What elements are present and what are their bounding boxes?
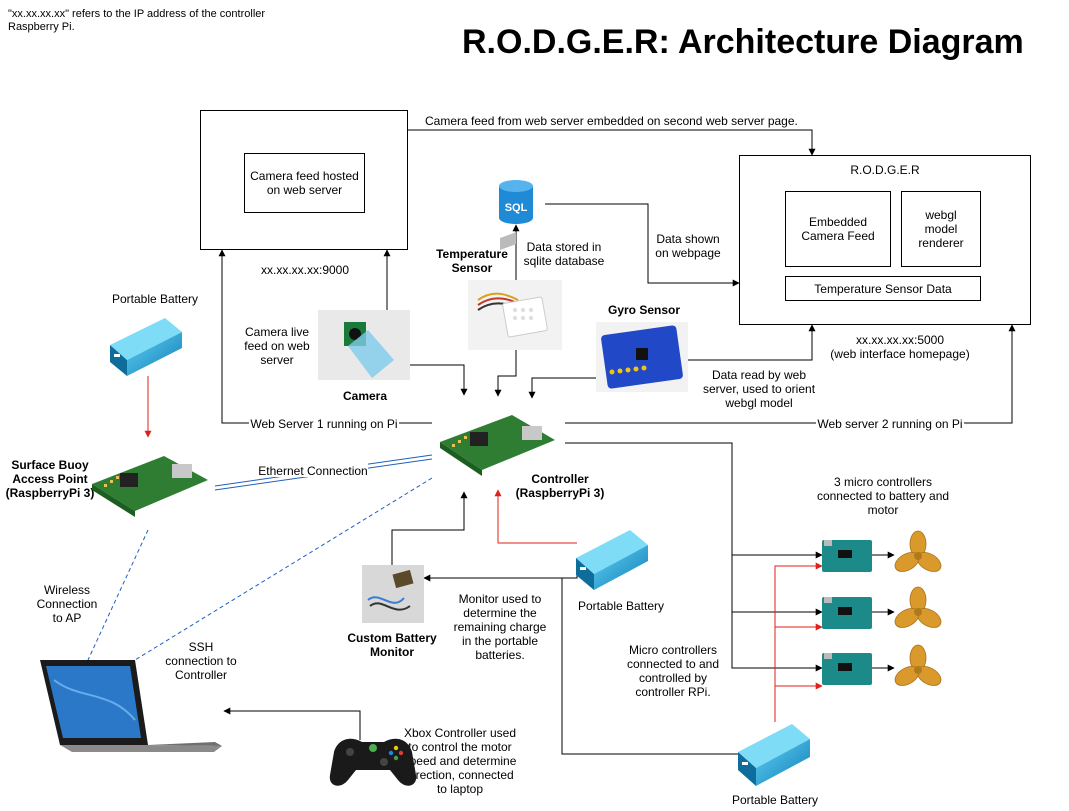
arduino-3 [822,653,872,685]
portable-battery-mid [576,530,648,590]
xbox-controller-icon [329,738,417,786]
xbox-label: Xbox Controller used to control the moto… [403,726,517,796]
bottom-battery-power-line [774,562,823,722]
web-server-1-label: Web Server 1 running on Pi [250,417,398,431]
portable-battery-bottom [738,724,810,786]
camera-label: Camera [342,389,388,403]
controller-label: Controller (RaspberryPi 3) [515,472,605,500]
bottom-battery-monitor-connector [561,578,738,755]
temperature-sensor-label: Temperature Sensor [436,247,508,275]
gyro-to-controller-connector [528,377,596,399]
portable-battery-label-top: Portable Battery [111,292,199,306]
ethernet-label: Ethernet Connection [258,464,368,478]
micro-connected-label: Micro controllers connected to and contr… [626,643,720,699]
temperature-sensor-image [468,280,562,350]
portable-battery-label-mid: Portable Battery [577,599,665,613]
gyro-to-rodger-connector [688,324,816,361]
embedded-camera-label: Embedded Camera Feed [801,215,875,243]
custom-battery-monitor-image [362,565,424,623]
mid-battery-power-line [494,489,577,544]
sql-icon-text: SQL [505,202,528,214]
custom-battery-monitor-label: Custom Battery Monitor [347,631,437,659]
temp-data-label: Temperature Sensor Data [814,281,952,296]
sql-database-icon: SQL [499,180,533,224]
controller-raspberry-pi [440,232,555,476]
controller-to-micro-connector [565,442,823,559]
arduino-2 [822,597,872,629]
temp-to-controller-connector [494,350,517,397]
ip-note: "xx.xx.xx.xx" refers to the IP address o… [8,8,266,33]
sql-to-rodger-connector [545,203,740,287]
web-server-2-label: Web server 2 running on Pi [817,417,963,431]
rodger-address-desc: (web interface homepage) [830,347,970,361]
rodger-title: R.O.D.G.E.R [850,163,920,177]
micro-controllers-label: 3 micro controllers connected to battery… [816,475,950,517]
portable-battery-top [110,318,182,376]
webgl-box: webgl model renderer [901,191,981,267]
wireless-link [87,529,149,661]
gyro-sensor-label: Gyro Sensor [607,303,681,317]
controller-to-micro-2-connector [731,555,823,616]
webgl-label: webgl model renderer [918,208,964,250]
laptop-icon [40,660,222,752]
gyro-edge-label: Data read by web server, used to orient … [702,368,816,410]
controller-to-micro-3-connector [731,612,823,672]
temp-data-box: Temperature Sensor Data [785,276,981,301]
ssh-label: SSH connection to Controller [165,640,237,682]
battery-to-monitor-connector [423,565,578,582]
embedded-camera-box: Embedded Camera Feed [785,191,891,267]
web-server-2-connector [565,324,1016,424]
xbox-to-laptop-connector [223,707,361,740]
ssh-link [134,477,433,661]
camera-feed-edge-label: Camera feed from web server embedded on … [425,114,798,128]
camera-to-controller-connector [410,364,468,396]
rodger-address: xx.xx.xx.xx:5000 [855,333,945,347]
arduino-1 [822,540,872,572]
camera-live-label: Camera live feed on web server [244,325,310,367]
camera-feed-hosted-box: Camera feed hosted on web server [244,153,365,213]
webserver-address: xx.xx.xx.xx:9000 [260,263,350,277]
data-shown-label: Data shown on webpage [655,232,721,260]
propeller-1 [894,530,942,572]
wireless-label: Wireless Connection to AP [36,583,98,625]
camera-feed-connector [408,129,816,156]
surface-buoy-raspberry-pi [92,456,208,517]
portable-battery-label-bottom: Portable Battery [731,793,819,807]
monitor-used-label: Monitor used to determine the remaining … [453,592,547,662]
diagram-title: R.O.D.G.E.R: Architecture Diagram [462,23,1024,61]
gyro-sensor-image [596,322,688,392]
surface-buoy-label: Surface Buoy Access Point (RaspberryPi 3… [5,458,95,500]
monitor-to-controller-connector [391,491,468,565]
data-stored-label: Data stored in sqlite database [523,240,605,268]
camera-image [318,310,410,380]
camera-feed-hosted-label: Camera feed hosted on web server [250,169,359,197]
propeller-2 [894,586,942,628]
propeller-3 [894,644,942,686]
